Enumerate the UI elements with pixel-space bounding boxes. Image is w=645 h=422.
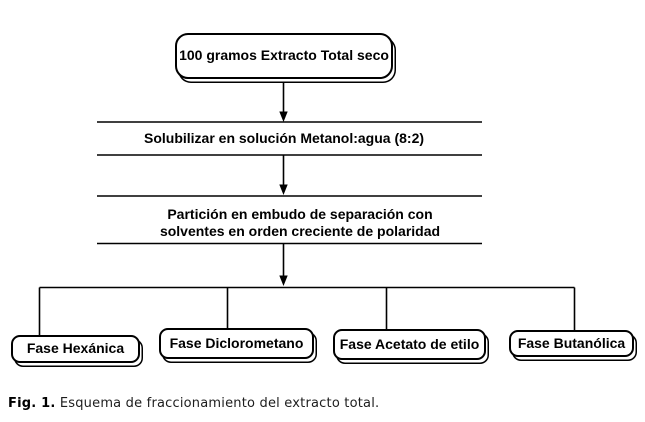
step-solubilizar-label: Solubilizar en solución Metanol:agua (8:…: [143, 130, 425, 146]
figure-caption-number: Fig. 1.: [8, 396, 56, 411]
figure-caption-text: Esquema de fraccionamiento del extracto …: [59, 396, 380, 411]
arrow-3-head: [279, 275, 288, 286]
node-extracto-total-seco: 100 gramos Extracto Total seco: [175, 33, 393, 79]
figure-caption: Fig. 1. Esquema de fraccionamiento del e…: [8, 396, 379, 411]
arrow-1-head: [279, 111, 288, 122]
node-fase-diclorometano: Fase Diclorometano: [159, 328, 314, 359]
node-fase-hexanica: Fase Hexánica: [11, 335, 140, 363]
arrowheads: [279, 111, 288, 286]
step-particion-line2: solventes en orden creciente de polarida…: [159, 223, 441, 239]
arrow-2-head: [279, 184, 288, 195]
step-particion-line1: Partición en embudo de separación con: [167, 206, 433, 222]
node-fase-acetato-de-etilo: Fase Acetato de etilo: [333, 329, 486, 360]
node-fase-butanolica: Fase Butanólica: [509, 330, 634, 357]
step-particion-label: Partición en embudo de separación con so…: [110, 206, 490, 240]
connector-lines: [38, 79, 576, 336]
